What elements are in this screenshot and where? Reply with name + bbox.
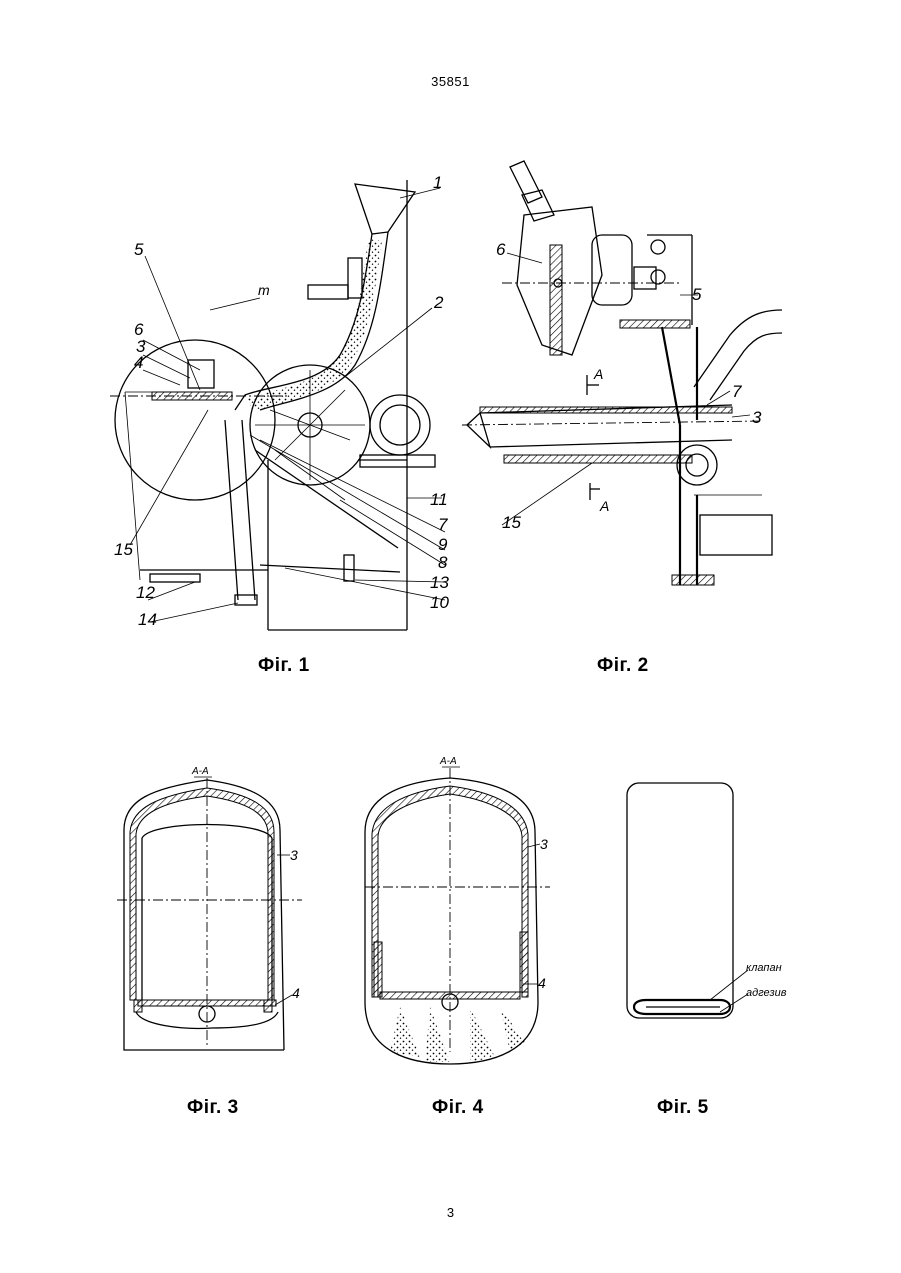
fig2-label-3: 3 <box>752 408 762 427</box>
figure-4-caption: Фіг. 4 <box>432 1097 484 1119</box>
fig1-label-8: 8 <box>438 553 448 572</box>
figure-4-drawing: A-A 3 4 <box>360 752 560 1072</box>
fig1-label-9: 9 <box>438 535 448 554</box>
fig1-label-4: 4 <box>134 353 143 372</box>
figure-5-drawing: клапан адгезив <box>620 780 830 1030</box>
fig1-label-13: 13 <box>430 573 449 592</box>
document-number: 35851 <box>0 74 901 89</box>
fig1-label-7: 7 <box>438 515 448 534</box>
fig5-valve-label: клапан <box>746 962 782 974</box>
fig1-label-14: 14 <box>138 610 157 629</box>
fig2-label-15: 15 <box>502 513 521 532</box>
fig1-label-11: 11 <box>430 490 448 509</box>
fig4-label-3: 3 <box>540 836 548 852</box>
fig1-label-15: 15 <box>114 540 133 559</box>
fig2-section-a-top: A <box>593 366 603 382</box>
fig2-label-5: 5 <box>692 285 702 304</box>
fig1-label-5: 5 <box>134 240 144 259</box>
fig1-label-12: 12 <box>136 583 155 602</box>
figure-3-drawing: A-A 3 4 <box>112 760 312 1060</box>
figure-3-caption: Фіг. 3 <box>187 1097 239 1119</box>
page-number: 3 <box>0 1205 901 1220</box>
figure-5-caption: Фіг. 5 <box>657 1097 709 1119</box>
figure-1-caption: Фіг. 1 <box>258 655 310 677</box>
fig4-section-label: A-A <box>439 756 457 767</box>
figure-1-drawing: 1 2 5 6 3 4 т 15 11 7 9 8 13 10 12 14 <box>110 170 460 640</box>
fig2-label-6: 6 <box>496 240 506 259</box>
fig3-label-4: 4 <box>292 985 300 1001</box>
fig1-label-2: 2 <box>433 293 444 312</box>
fig3-label-3: 3 <box>290 847 298 863</box>
fig3-section-label: A-A <box>191 766 209 777</box>
fig1-label-10: 10 <box>430 593 449 612</box>
fig1-label-t: т <box>258 282 270 298</box>
fig4-label-4: 4 <box>538 975 546 991</box>
fig1-label-1: 1 <box>433 173 442 192</box>
fig2-label-7: 7 <box>732 382 742 401</box>
fig2-section-a-bottom: A <box>599 498 609 514</box>
figure-2-drawing: 6 5 7 3 15 A A <box>462 155 792 595</box>
fig5-adhesive-label: адгезив <box>746 987 787 999</box>
figure-2-caption: Фіг. 2 <box>597 655 649 677</box>
